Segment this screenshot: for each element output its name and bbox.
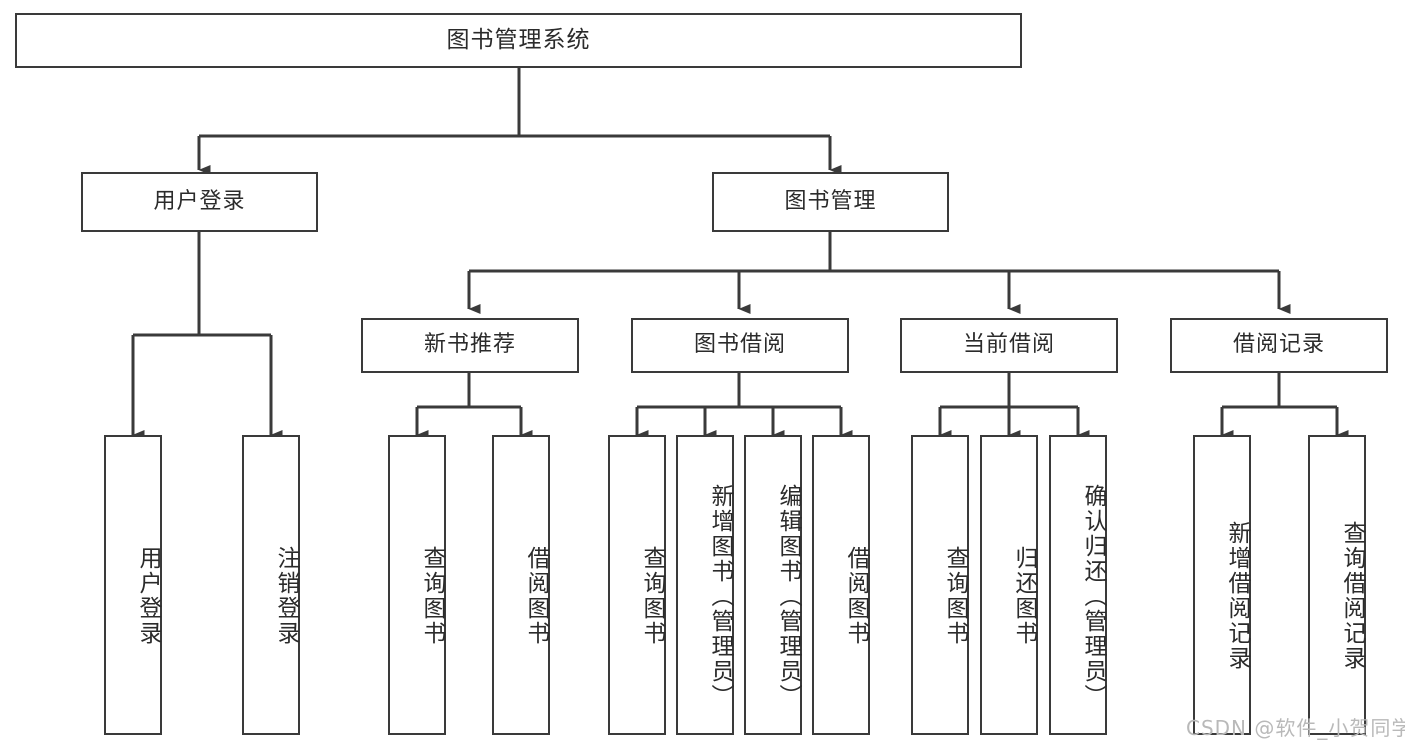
node-leaf-add-record[interactable]: 新增借阅记录 <box>1193 435 1251 735</box>
node-leaf-query-book-2[interactable]: 查询图书 <box>608 435 666 735</box>
node-leaf-query-record-label: 查询借阅记录 <box>1339 521 1365 671</box>
node-leaf-query-record[interactable]: 查询借阅记录 <box>1308 435 1366 735</box>
node-leaf-borrow-book-2[interactable]: 借阅图书 <box>812 435 870 735</box>
node-book-management-label: 图书管理 <box>784 188 877 214</box>
node-leaf-add-record-label: 新增借阅记录 <box>1224 521 1250 671</box>
node-book-management[interactable]: 图书管理 <box>712 172 949 232</box>
node-new-book-recommend[interactable]: 新书推荐 <box>361 318 579 373</box>
node-root-label: 图书管理系统 <box>446 26 591 53</box>
node-leaf-query-book-3[interactable]: 查询图书 <box>911 435 969 735</box>
node-current-borrow[interactable]: 当前借阅 <box>900 318 1118 373</box>
node-leaf-confirm-return[interactable]: 确认归还（管理员） <box>1049 435 1107 735</box>
node-new-book-recommend-label: 新书推荐 <box>423 332 516 358</box>
node-leaf-user-logout[interactable]: 注销登录 <box>242 435 300 735</box>
node-leaf-return-book-label: 归还图书 <box>1011 546 1037 646</box>
node-user-login[interactable]: 用户登录 <box>81 172 318 232</box>
node-leaf-user-login-label: 用户登录 <box>135 546 161 646</box>
node-leaf-user-login[interactable]: 用户登录 <box>104 435 162 735</box>
node-user-login-label: 用户登录 <box>153 188 246 214</box>
node-current-borrow-label: 当前借阅 <box>962 332 1055 358</box>
node-leaf-add-book[interactable]: 新增图书（管理员） <box>676 435 734 735</box>
node-book-borrow-label: 图书借阅 <box>693 332 786 358</box>
node-leaf-query-book-2-label: 查询图书 <box>639 546 665 646</box>
node-leaf-user-logout-label: 注销登录 <box>273 546 299 646</box>
node-leaf-query-book-1-label: 查询图书 <box>419 546 445 646</box>
node-leaf-borrow-book-1-label: 借阅图书 <box>523 546 549 646</box>
node-leaf-edit-book-label: 编辑图书（管理员） <box>775 483 801 709</box>
node-leaf-return-book[interactable]: 归还图书 <box>980 435 1038 735</box>
node-leaf-borrow-book-2-label: 借阅图书 <box>843 546 869 646</box>
node-root[interactable]: 图书管理系统 <box>15 13 1022 68</box>
node-book-borrow[interactable]: 图书借阅 <box>631 318 849 373</box>
node-borrow-record[interactable]: 借阅记录 <box>1170 318 1388 373</box>
node-leaf-borrow-book-1[interactable]: 借阅图书 <box>492 435 550 735</box>
node-leaf-edit-book[interactable]: 编辑图书（管理员） <box>744 435 802 735</box>
node-borrow-record-label: 借阅记录 <box>1232 332 1325 358</box>
node-leaf-query-book-3-label: 查询图书 <box>942 546 968 646</box>
node-leaf-query-book-1[interactable]: 查询图书 <box>388 435 446 735</box>
node-leaf-confirm-return-label: 确认归还（管理员） <box>1080 483 1106 709</box>
node-leaf-add-book-label: 新增图书（管理员） <box>707 483 733 709</box>
